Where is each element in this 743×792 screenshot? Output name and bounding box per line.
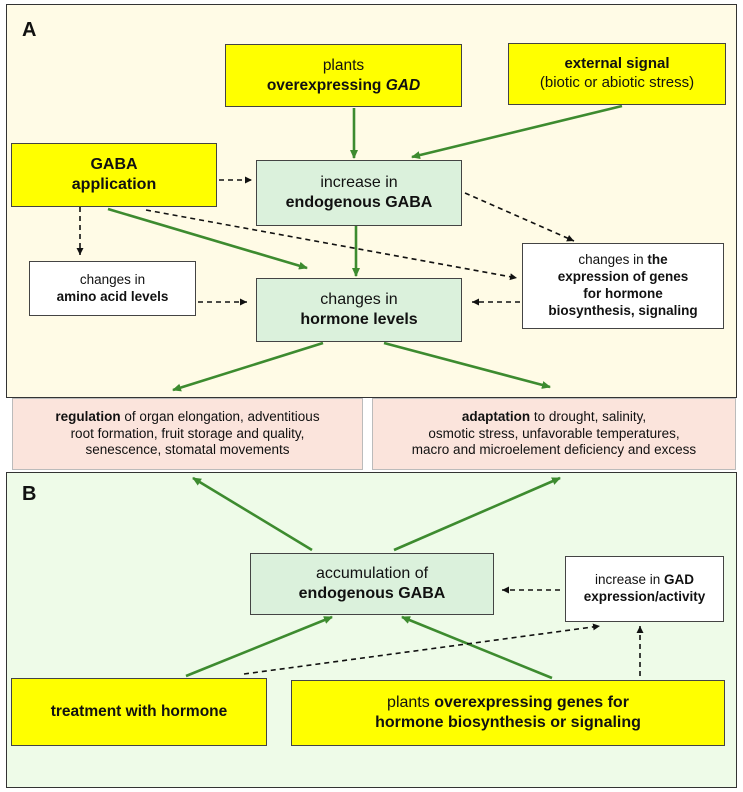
adaptation-line3: macro and microelement deficiency and ex… (411, 442, 697, 458)
amino-acid-line2: amino acid levels (56, 288, 169, 304)
hormone-levels-line2: hormone levels (300, 311, 418, 328)
gene-expression-box: changes in the expression of genes for h… (522, 243, 724, 329)
adaptation-line2: osmotic stress, unfavorable temperatures… (428, 425, 680, 441)
accumulation-line1: accumulation of (315, 565, 429, 582)
arrow-hormone-to-adaptation (383, 341, 551, 389)
gad-increase-box: increase in GAD expression/activity (565, 556, 724, 622)
amino-acid-line1: changes in (79, 271, 146, 287)
arrow-accumulation-to-regulation (192, 476, 313, 552)
accumulation-gaba-box: accumulation of endogenous GABA (250, 553, 494, 615)
endogenous-gaba-box: increase in endogenous GABA (256, 160, 462, 226)
overexpressing-genes-box: plants overexpressing genes for hormone … (291, 680, 725, 746)
hormone-levels-line1: changes in (320, 291, 398, 308)
dashed-treatment-to-gad (243, 623, 601, 675)
gad-plants-line1: plants (322, 57, 365, 75)
regulation-line2: root formation, fruit storage and qualit… (70, 425, 305, 441)
gene-expression-line3: for hormone (583, 286, 663, 301)
gaba-application-line1: GABA (90, 156, 138, 173)
external-signal-title: external signal (564, 55, 670, 73)
gene-expression-line1: changes in the (578, 252, 668, 268)
accumulation-line2: endogenous GABA (298, 585, 446, 602)
gaba-application-line2: application (71, 176, 157, 193)
gad-overexpressing-plants-box: plants overexpressing GAD (225, 44, 462, 107)
dashed-gaba-to-genes (464, 192, 575, 242)
overexpressing-line1: plants overexpressing genes for (387, 694, 629, 711)
gene-expression-line4: biosynthesis, signaling (548, 302, 698, 318)
arrow-signal-to-gaba (411, 104, 623, 159)
endogenous-gaba-line2: endogenous GABA (285, 194, 433, 211)
arrow-overexpressing-to-accumulation (401, 615, 553, 680)
treatment-label: treatment with hormone (50, 703, 228, 721)
arrow-treatment-to-accumulation (185, 615, 333, 678)
external-signal-detail: (biotic or abiotic stress) (539, 74, 695, 91)
gene-expression-line2: expression of genes (557, 269, 689, 285)
arrow-hormone-to-regulation (172, 341, 324, 392)
regulation-line1: regulation of organ elongation, adventit… (55, 408, 320, 424)
arrow-accumulation-to-adaptation (393, 476, 561, 552)
panel-b-label: B (22, 483, 37, 505)
gaba-application-box: GABA application (11, 143, 217, 207)
adaptation-outcome-box: adaptation to drought, salinity, osmotic… (372, 398, 736, 470)
gad-plants-line2: overexpressing GAD (266, 76, 421, 94)
gad-increase-line2: expression/activity (583, 589, 706, 604)
gad-increase-line1: increase in GAD (594, 572, 695, 588)
regulation-line3: senescence, stomatal movements (85, 442, 290, 458)
panel-a-label: A (22, 19, 37, 41)
arrow-application-to-hormone (107, 207, 308, 270)
treatment-hormone-box: treatment with hormone (11, 678, 267, 746)
hormone-levels-box: changes in hormone levels (256, 278, 462, 342)
amino-acid-box: changes in amino acid levels (29, 261, 196, 316)
external-signal-box: external signal (biotic or abiotic stres… (508, 43, 726, 105)
endogenous-gaba-line1: increase in (320, 174, 398, 191)
adaptation-line1: adaptation to drought, salinity, (461, 408, 647, 424)
regulation-outcome-box: regulation of organ elongation, adventit… (12, 398, 363, 470)
overexpressing-line2: hormone biosynthesis or signaling (375, 714, 641, 731)
